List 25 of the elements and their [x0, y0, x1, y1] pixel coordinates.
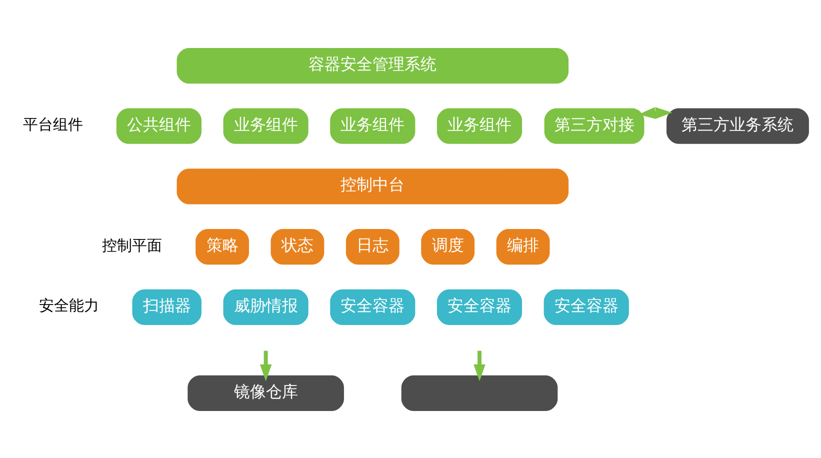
node-box: 威胁情报	[223, 288, 308, 324]
node-box: 安全容器	[436, 288, 522, 324]
node-box: 业务组件	[436, 108, 522, 144]
label: 安全能力	[38, 297, 99, 314]
node-box: 调度	[421, 228, 475, 264]
node-box: 编排	[496, 228, 550, 264]
node-box: 镜像仓库	[188, 374, 344, 411]
node-box: 安全容器	[330, 288, 416, 324]
node-box: 日志	[346, 228, 400, 264]
node-box: 容器安全管理系统	[176, 47, 569, 84]
node-box	[401, 374, 558, 411]
node-box: 状态	[270, 228, 324, 264]
node-box: 控制中台	[176, 168, 569, 204]
node-box: 第三方业务系统	[666, 108, 809, 144]
label: 平台组件	[23, 116, 84, 134]
label: 控制平面	[102, 236, 162, 254]
node-box: 公共组件	[116, 108, 202, 144]
arrow	[474, 350, 486, 381]
node-box: 业务组件	[223, 108, 308, 144]
arrow	[260, 350, 272, 381]
node-box: 业务组件	[330, 108, 416, 144]
node-box: 扫描器	[132, 288, 202, 324]
node-box: 策略	[196, 228, 249, 264]
node-box: 第三方对接	[544, 108, 644, 144]
node-box: 安全容器	[544, 288, 629, 324]
